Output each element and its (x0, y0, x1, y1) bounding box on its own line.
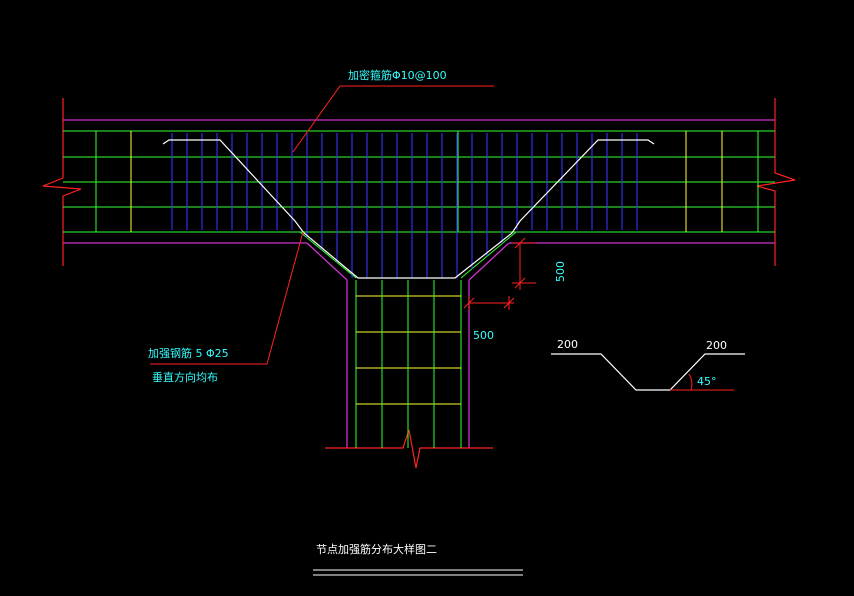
drawing-title: 节点加强筋分布大样图二 (316, 542, 437, 556)
bend-detail (551, 353, 745, 391)
stirrup-leader-line (292, 85, 494, 153)
bend-angle: 45° (697, 375, 717, 388)
dimension-vertical-500: 500 (554, 261, 567, 282)
beam-outline (63, 119, 775, 448)
title-underline (313, 569, 523, 576)
stirrup-label: 加密箍筋Φ10@100 (348, 68, 447, 82)
dimension-horizontal-500: 500 (473, 329, 494, 342)
break-lines (42, 98, 796, 469)
bend-left-200: 200 (557, 338, 578, 351)
reinforcing-bar-left (162, 139, 655, 279)
left-break-line (42, 98, 82, 266)
reinforcing-bars (162, 139, 655, 279)
bottom-break-line (325, 429, 493, 469)
bent-bar-shape (551, 353, 745, 391)
leader-lines (150, 85, 494, 365)
rebar-label: 加强钢筋 5 Φ25 (148, 346, 229, 360)
rebar-note: 垂直方向均布 (152, 370, 218, 384)
densified-stirrups (171, 133, 638, 278)
dimension-lines (463, 237, 536, 310)
right-break-line (756, 98, 796, 266)
rebar-leader-line (150, 231, 304, 365)
column-green-verticals (381, 280, 435, 448)
bend-right-200: 200 (706, 339, 727, 352)
beam-green-grid (63, 130, 775, 448)
